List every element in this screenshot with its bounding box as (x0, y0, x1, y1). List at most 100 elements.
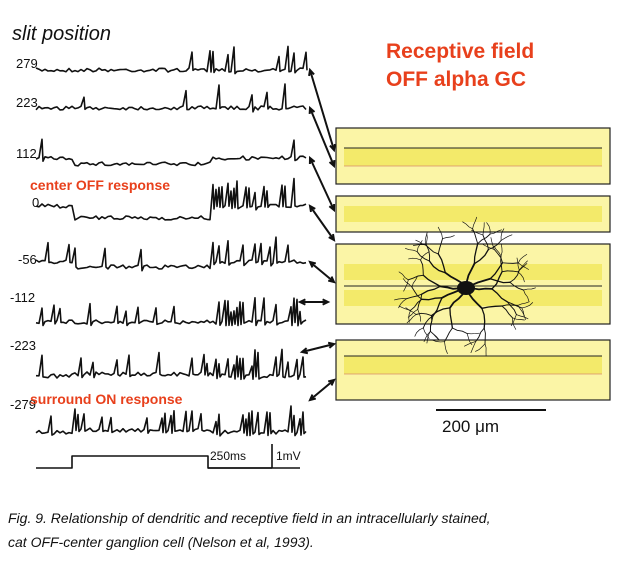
position-label-minus279: -279 (10, 397, 36, 412)
dendrite (464, 341, 477, 347)
dendrite (489, 278, 511, 284)
dendrite (408, 309, 411, 323)
dendrite (500, 255, 503, 273)
dendrite (510, 314, 517, 327)
position-label-0: 0 (32, 195, 39, 210)
trace-0 (35, 177, 307, 221)
time-voltage-scale-bar: 250ms 1mV (208, 444, 301, 469)
micron-scale-bar: 200 μm (436, 409, 546, 436)
dendrite (517, 301, 530, 306)
dendrite (523, 289, 530, 302)
dendrite (412, 244, 426, 246)
caption-line-2: cat OFF-center ganglion cell (Nelson et … (8, 534, 314, 550)
dendrite (521, 307, 527, 320)
dendrite (472, 216, 478, 230)
arrow-minus223 (299, 341, 337, 355)
dendrite (444, 341, 448, 354)
position-label-minus223: -223 (10, 338, 36, 353)
stimulus-timing-trace (36, 455, 300, 469)
slit-position-heading: slit position (12, 23, 111, 45)
dendrite (481, 307, 486, 329)
trace-279 (35, 45, 308, 75)
dendrite (408, 257, 421, 261)
dendrite (475, 327, 485, 342)
dendrite (521, 302, 534, 309)
dendrite (415, 312, 432, 317)
dendrite (410, 298, 423, 311)
dendrite (420, 251, 430, 261)
dendrite (422, 327, 430, 340)
trace-minus56 (35, 236, 307, 272)
dendrite (473, 248, 490, 265)
dendrite (470, 341, 477, 354)
dendrite (411, 275, 418, 288)
position-label-minus112: -112 (10, 290, 35, 305)
dendrite (422, 315, 434, 329)
arrow-223 (308, 105, 336, 169)
dendrite (406, 293, 423, 300)
dendrite (428, 260, 446, 274)
dendrite (506, 301, 517, 316)
time-scale-label: 250ms (210, 449, 246, 463)
dendrite (426, 233, 428, 247)
dendrite (471, 229, 484, 236)
dendrite (489, 262, 504, 280)
dendrite (442, 235, 455, 240)
dendrite (484, 343, 487, 357)
dendrite (512, 317, 525, 321)
dendrite (501, 270, 519, 273)
arrow-group (297, 67, 337, 402)
dendrite (466, 332, 480, 335)
dendrite (516, 257, 520, 271)
trace-group (35, 45, 308, 437)
surround-on-response-label: surround ON response (30, 391, 183, 407)
cell-soma (457, 281, 475, 295)
arrow-0 (308, 204, 336, 242)
dendrite (462, 221, 473, 230)
dendrite (449, 307, 454, 329)
dendrite (429, 315, 433, 332)
figure-caption: Fig. 9. Relationship of dendritic and re… (8, 506, 628, 554)
trace-minus112 (35, 297, 307, 327)
dendrite (482, 222, 485, 236)
dendrite (473, 243, 479, 265)
dendrite (394, 298, 407, 301)
dendrite (411, 286, 423, 300)
arrow-minus279 (308, 378, 336, 402)
slit-rect-1 (335, 127, 611, 185)
dendrite (491, 288, 508, 303)
trace-223 (35, 83, 307, 113)
dendrite (482, 244, 495, 250)
dendrite (432, 339, 445, 343)
dendrite (421, 297, 443, 301)
dendrite (405, 307, 417, 315)
dendrite (416, 240, 423, 252)
dendrite (477, 233, 491, 245)
dendrite (523, 287, 536, 291)
dendrite (398, 271, 409, 281)
dendrite (403, 279, 409, 292)
voltage-scale-label: 1mV (276, 449, 301, 463)
dendrite (506, 301, 523, 309)
dendrite (518, 260, 528, 271)
dendrite (437, 253, 446, 274)
position-label-112: 112 (16, 146, 37, 161)
dendrite (414, 327, 424, 337)
dendrite (444, 327, 453, 343)
arrow-112 (308, 155, 336, 213)
dendrite (509, 281, 524, 291)
position-label-279: 279 (16, 56, 38, 71)
rf-title-line1: Receptive field (386, 40, 534, 63)
dendrite (421, 285, 441, 295)
dendrite (406, 314, 417, 324)
position-label-minus56: -56 (18, 252, 37, 267)
dendrite (517, 254, 528, 264)
dendrite (487, 240, 502, 250)
micron-scale-label: 200 μm (442, 417, 499, 436)
dendrite (437, 238, 443, 255)
dendrite (500, 243, 503, 257)
center-off-response-label: center OFF response (30, 177, 170, 193)
dendrite (451, 327, 468, 334)
dendrite (402, 278, 413, 288)
dendrite (491, 271, 503, 290)
